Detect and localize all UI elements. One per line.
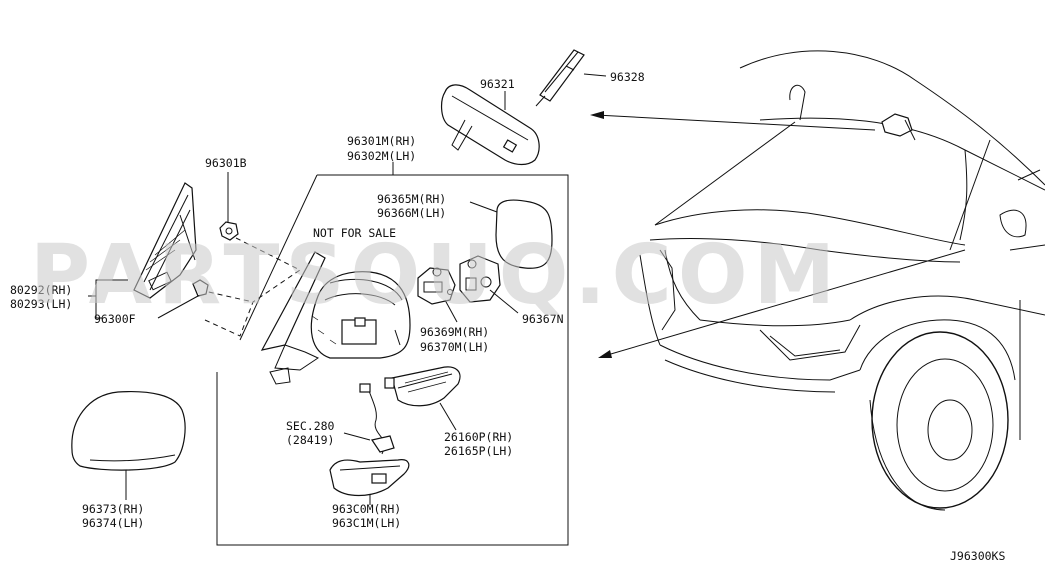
mirror-base-80292 — [133, 182, 197, 299]
mirror-actuator-96369M — [417, 267, 458, 323]
arrow-to-door-mirror — [598, 249, 966, 358]
label-80292: 80292(RH) — [10, 283, 72, 297]
label-96367N: 96367N — [522, 312, 564, 326]
label-96374: 96374(LH) — [82, 516, 144, 530]
label-96301B: 96301B — [205, 156, 247, 170]
assembly-frame — [216, 162, 569, 546]
interior-mirror-96321 — [441, 84, 540, 166]
mirror-motor-96367N — [459, 255, 519, 314]
diagram-code: J96300KS — [950, 549, 1005, 563]
label-96369M: 96369M(RH) — [420, 325, 489, 339]
mirror-bracket-96328 — [535, 49, 607, 107]
vehicle-illustration — [639, 50, 1045, 511]
label-963C1M: 963C1M(LH) — [332, 516, 401, 530]
label-96301M: 96301M(RH) — [347, 134, 416, 148]
label-96370M: 96370M(LH) — [420, 340, 489, 354]
label-96365M: 96365M(RH) — [377, 192, 446, 206]
label-96366M: 96366M(LH) — [377, 206, 446, 220]
label-96300F: 96300F — [94, 312, 136, 326]
label-26165P: 26165P(LH) — [444, 444, 513, 458]
label-bracket-80292 — [88, 279, 128, 319]
mirror-cap-96373 — [71, 390, 186, 500]
watermark: PARTSOUQ.COM — [30, 228, 841, 323]
dashed-guides — [199, 237, 301, 337]
nut-96301B — [219, 172, 239, 241]
label-963C0M: 963C0M(RH) — [332, 502, 401, 516]
label-96328: 96328 — [610, 70, 645, 84]
clip-96300F — [157, 279, 209, 319]
label-26160P: 26160P(RH) — [444, 430, 513, 444]
turn-signal-lamp-26160P — [384, 366, 461, 431]
arrow-to-interior-mirror — [590, 111, 876, 131]
label-sec28419: (28419) — [286, 433, 334, 447]
label-sec280: SEC.280 — [286, 419, 335, 433]
mirror-glass-96365M — [469, 199, 553, 269]
label-96321: 96321 — [480, 77, 515, 91]
label-96302M: 96302M(LH) — [347, 149, 416, 163]
mirror-lower-cover-963C0M — [329, 459, 410, 505]
not-for-sale-label: NOT FOR SALE — [313, 226, 396, 240]
label-96373: 96373(RH) — [82, 502, 144, 516]
label-80293: 80293(LH) — [10, 297, 72, 311]
door-mirror-assembly — [260, 251, 411, 385]
wire-harness-sec280 — [343, 383, 395, 455]
